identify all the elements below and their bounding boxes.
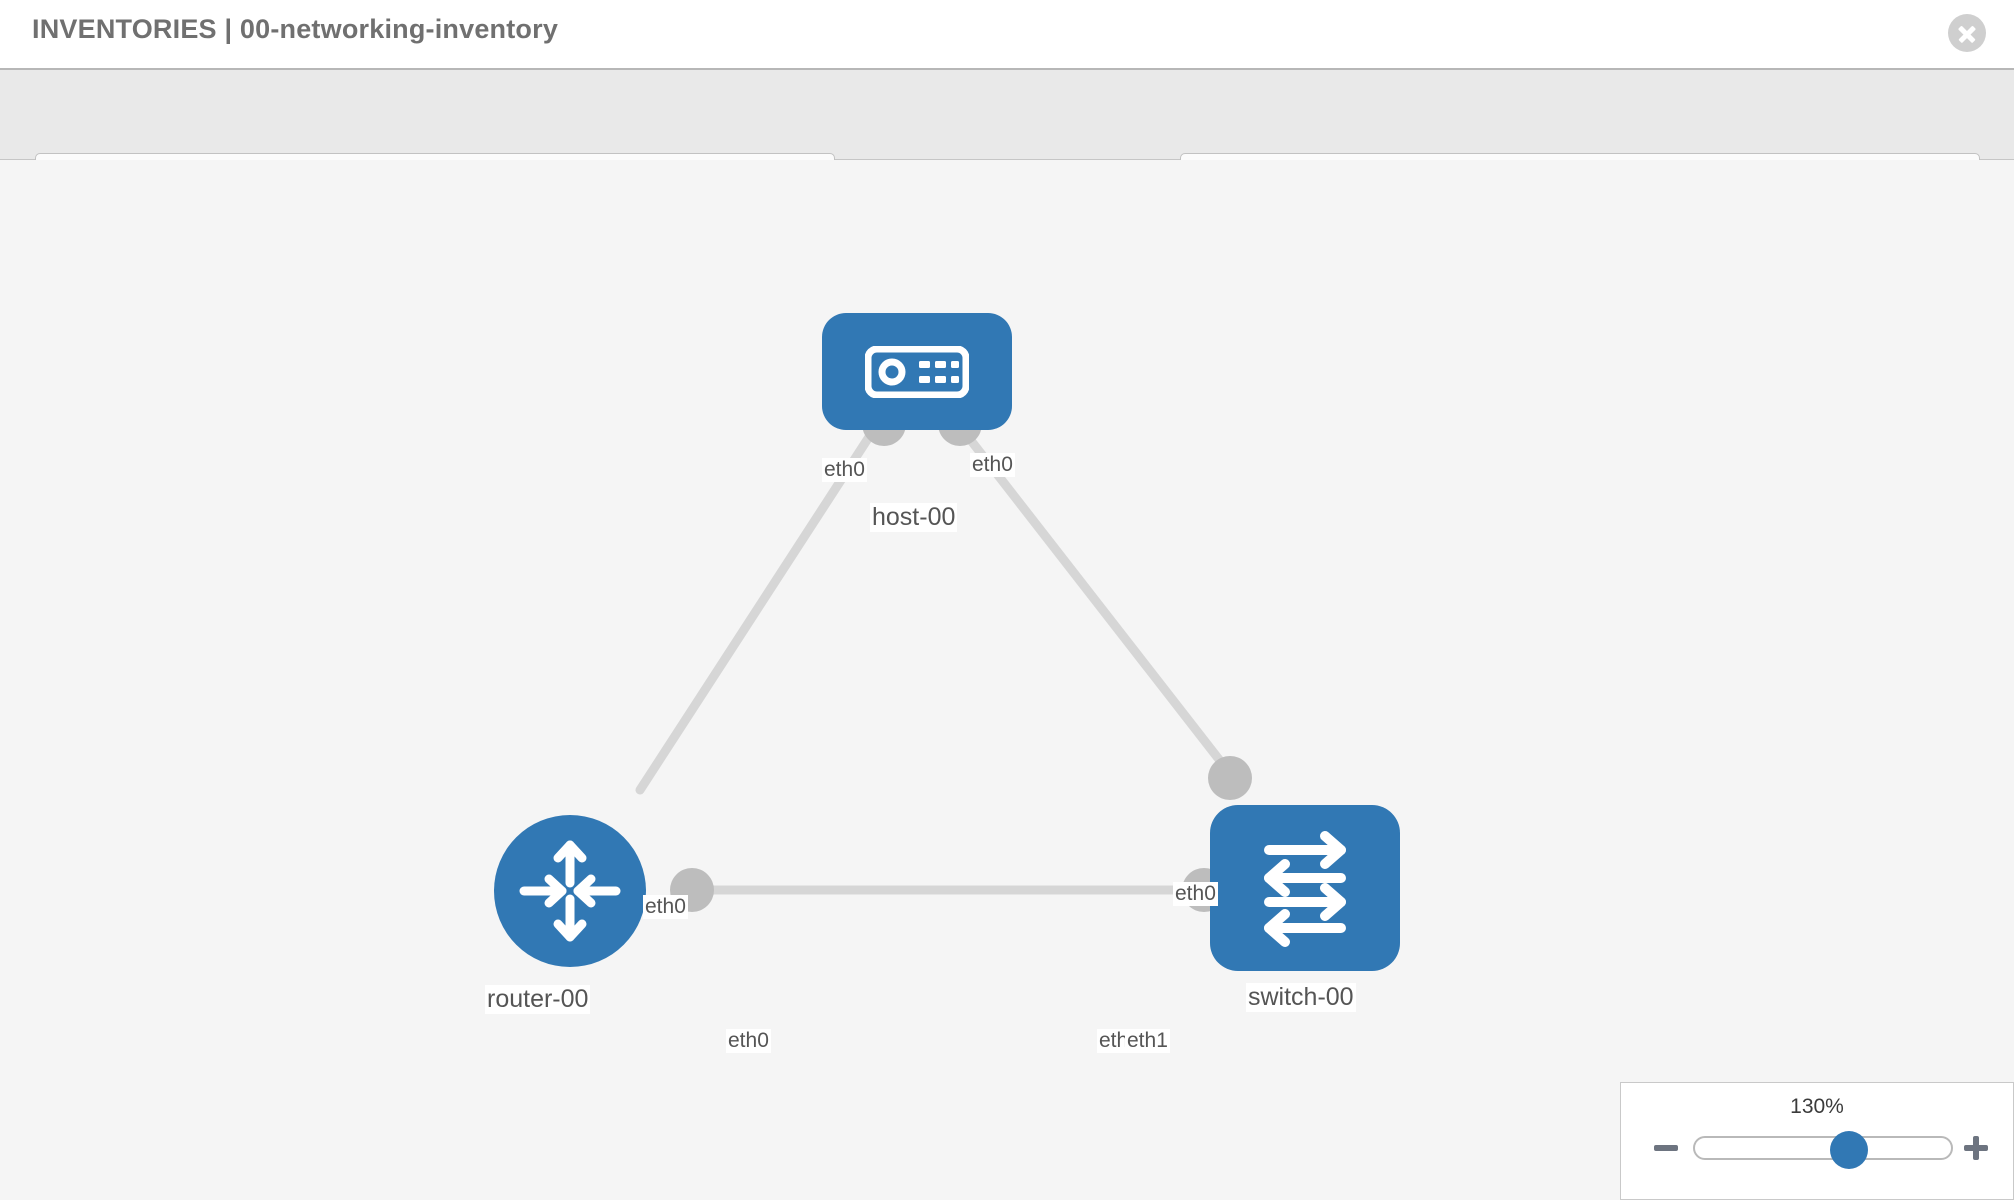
link-host-switch xyxy=(950,415,1240,785)
toolbar: ACTIONS SEARCH xyxy=(0,70,2014,205)
port-switch-top[interactable] xyxy=(1208,756,1252,800)
node-host-label: host-00 xyxy=(870,503,958,532)
iface-switch-left-b: eth1 xyxy=(1125,1029,1170,1053)
minus-icon[interactable] xyxy=(1651,1133,1681,1163)
server-icon xyxy=(865,346,969,398)
iface-host-left: eth0 xyxy=(822,458,867,482)
topology-links xyxy=(635,415,1240,895)
page-title: INVENTORIES | 00-networking-inventory xyxy=(32,14,559,44)
node-router-label: router-00 xyxy=(485,985,591,1014)
zoom-control-panel: 130% xyxy=(1620,1082,2014,1200)
node-host-shape[interactable] xyxy=(822,313,1012,430)
zoom-slider-thumb[interactable] xyxy=(1829,1131,1868,1169)
router-arrows-icon xyxy=(519,840,621,942)
iface-host-right: eth0 xyxy=(970,453,1015,477)
plus-icon[interactable] xyxy=(1961,1133,1991,1163)
iface-switch-left-a: eth xyxy=(1097,1029,1131,1053)
zoom-slider-track[interactable] xyxy=(1693,1131,1953,1169)
switch-arrows-icon xyxy=(1264,831,1346,947)
node-router-shape[interactable] xyxy=(494,815,646,967)
iface-router-top: eth0 xyxy=(643,895,688,919)
page-header: INVENTORIES | 00-networking-inventory xyxy=(0,0,2014,70)
iface-switch-top: eth0 xyxy=(1173,882,1218,906)
topology-canvas[interactable]: host-00 eth0 eth0 router-00 eth0 xyxy=(0,160,2014,1200)
node-switch-shape[interactable] xyxy=(1210,805,1400,971)
close-icon[interactable] xyxy=(1948,14,1986,52)
node-switch-label: switch-00 xyxy=(1246,983,1356,1012)
iface-router-right: eth0 xyxy=(726,1029,771,1053)
zoom-level-value: 130% xyxy=(1790,1095,1844,1118)
